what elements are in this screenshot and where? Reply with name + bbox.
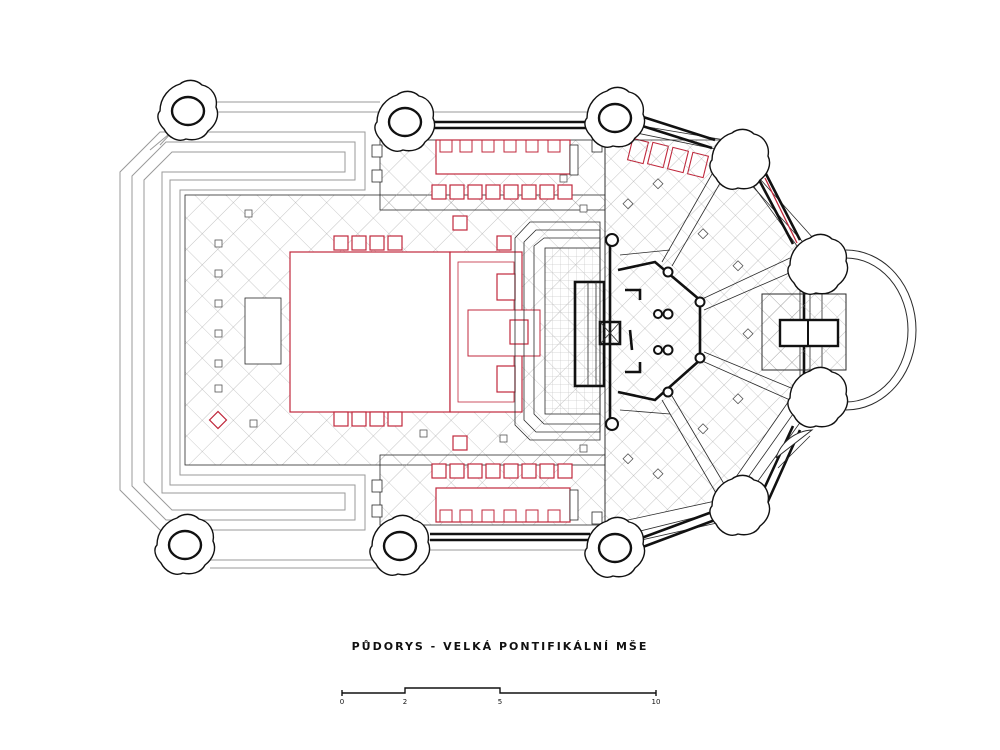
scale-label-0: 0	[339, 698, 345, 706]
pilasters	[371, 139, 603, 525]
altar-details	[587, 282, 621, 386]
scale-label-2: 2	[402, 698, 408, 706]
scale-bar	[341, 687, 657, 696]
central-carpet	[208, 251, 541, 430]
wall-accents	[764, 177, 798, 244]
altar-piers	[605, 233, 706, 431]
east-annex	[761, 249, 917, 469]
floor-diamonds	[214, 174, 588, 478]
scale-label-5: 5	[497, 698, 503, 706]
sanctuary-platform	[514, 221, 601, 441]
outer-walls	[430, 114, 806, 550]
chairs	[333, 184, 573, 479]
plan-caption: PŮDORYS - VELKÁ PONTIFIKÁLNÍ MŠE	[351, 640, 649, 653]
columns	[154, 79, 849, 578]
apse-floor	[604, 119, 823, 549]
scale-label-10: 10	[651, 698, 661, 706]
